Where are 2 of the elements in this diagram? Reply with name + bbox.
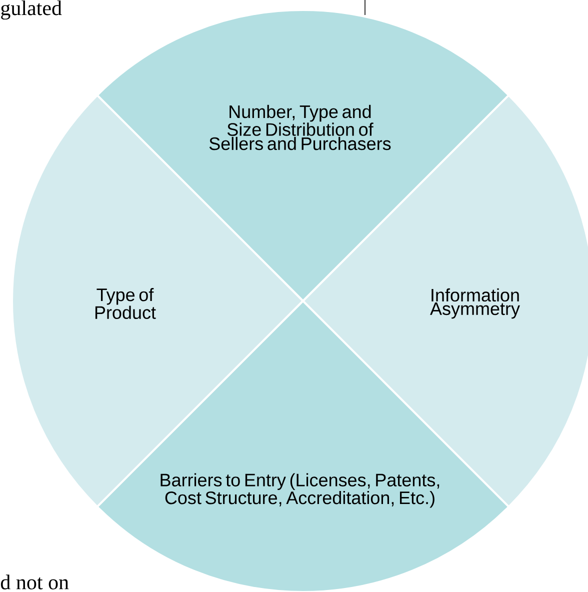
page-text: gulated bbox=[1, 0, 62, 20]
page-text: d not on bbox=[0, 574, 69, 590]
